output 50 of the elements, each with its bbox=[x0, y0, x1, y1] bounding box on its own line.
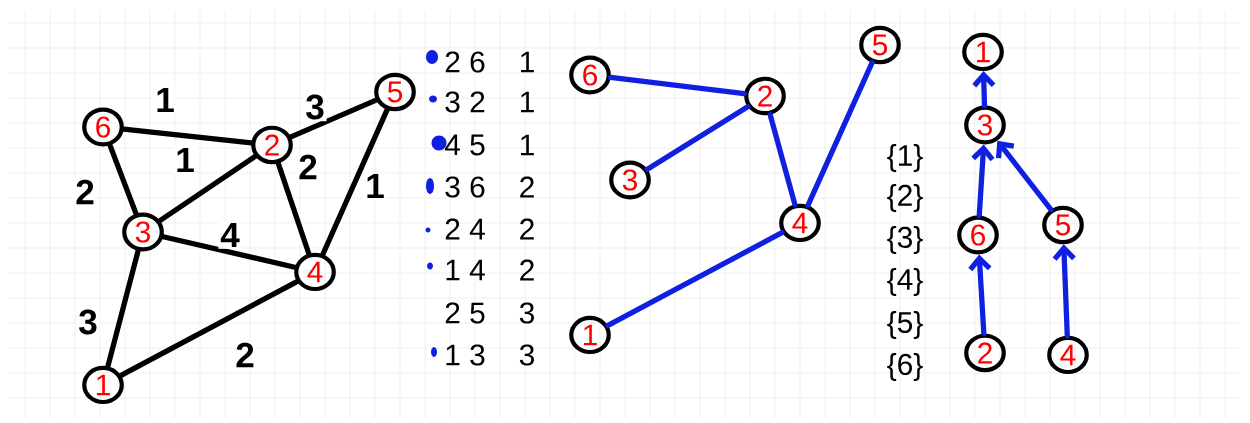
graph-edge bbox=[1052, 244, 1076, 339]
table-cell: 2 bbox=[520, 176, 534, 198]
table-cell: 2 bbox=[520, 259, 534, 281]
graph-edge bbox=[995, 140, 1054, 212]
table-cell: 3 2 bbox=[445, 91, 485, 113]
table-cell: 2 6 bbox=[445, 51, 485, 73]
graph-edge bbox=[121, 126, 254, 146]
table-cell: 3 bbox=[519, 302, 534, 324]
table-cell: 1 bbox=[521, 134, 534, 156]
set-label: {4} bbox=[887, 268, 923, 296]
graph-edge bbox=[157, 153, 258, 224]
weight-label: 3 bbox=[76, 307, 100, 337]
graph-edge bbox=[767, 112, 798, 208]
weight-label: 2 bbox=[296, 152, 320, 181]
graph-edge bbox=[320, 107, 390, 257]
table-cell: 2 5 bbox=[445, 302, 485, 324]
weight-label: 4 bbox=[218, 221, 242, 249]
table-cell: 1 3 bbox=[446, 344, 485, 366]
weight-label: 3 bbox=[303, 92, 327, 122]
graph-edge bbox=[118, 278, 300, 378]
graph-edge bbox=[105, 248, 141, 370]
graph-edge bbox=[275, 160, 312, 257]
set-label: {1} bbox=[887, 144, 923, 172]
table-cell: 3 bbox=[519, 344, 534, 366]
graph-edge bbox=[644, 104, 751, 172]
graph-edge bbox=[968, 254, 992, 337]
table-cell: 1 bbox=[521, 91, 534, 113]
graph-edge bbox=[971, 144, 995, 219]
weight-label: 1 bbox=[173, 146, 197, 174]
graph-edge bbox=[605, 229, 785, 328]
table-cell: 1 4 bbox=[446, 259, 485, 281]
table-cell: 3 6 bbox=[445, 176, 485, 198]
graph-edge bbox=[972, 71, 996, 109]
weight-label: 2 bbox=[233, 340, 257, 369]
table-cell: 2 4 bbox=[445, 218, 485, 240]
set-label: {6} bbox=[887, 353, 923, 381]
set-label: {5} bbox=[887, 311, 923, 339]
weight-label: 1 bbox=[153, 86, 177, 114]
graph-edge bbox=[805, 60, 875, 208]
graph-edge bbox=[107, 142, 139, 217]
set-label: {2} bbox=[887, 184, 923, 212]
graph-edge bbox=[288, 97, 379, 140]
table-cell: 2 bbox=[520, 218, 534, 240]
weight-label: 2 bbox=[73, 177, 97, 206]
graph-edge bbox=[160, 234, 298, 270]
table-cell: 4 5 bbox=[444, 134, 485, 156]
set-label: {3} bbox=[887, 226, 923, 254]
weight-label: 1 bbox=[363, 172, 387, 200]
table-cell: 1 bbox=[521, 51, 534, 73]
graph-edge bbox=[608, 74, 747, 97]
